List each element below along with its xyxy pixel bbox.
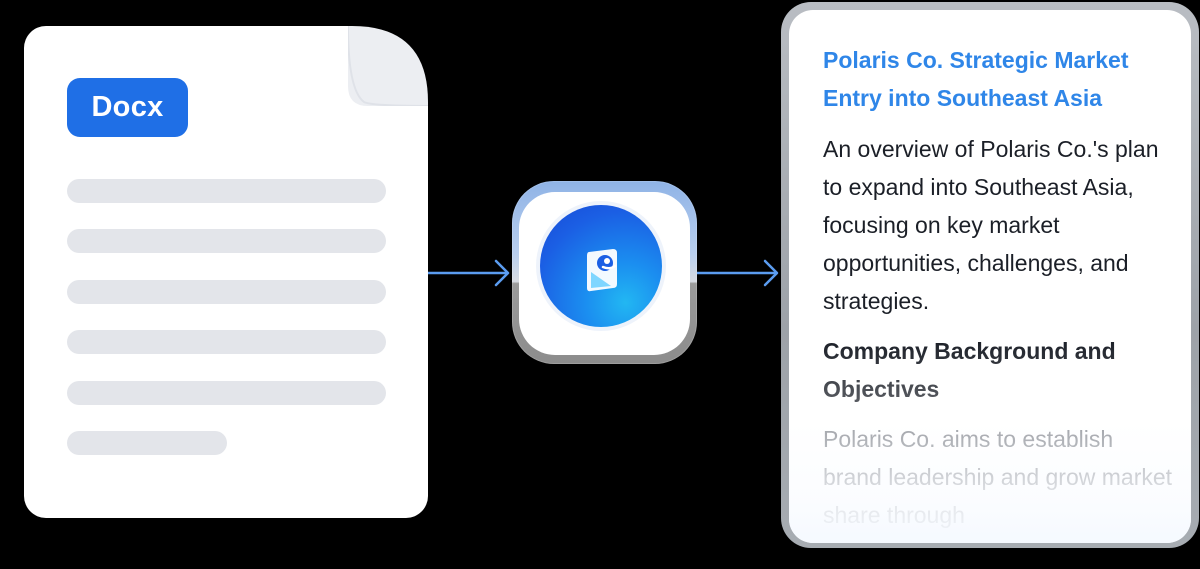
text-placeholder-line xyxy=(67,381,386,405)
preview-summary: An overview of Polaris Co.'s plan to exp… xyxy=(823,136,1159,314)
text-placeholder-line xyxy=(67,229,386,253)
preview-section-heading: Company Background and Objectives xyxy=(823,338,1116,402)
app-logo-icon xyxy=(587,249,617,292)
page-fold-icon xyxy=(348,26,428,106)
preview-card: Polaris Co. Strategic Market Entry into … xyxy=(789,10,1191,543)
arrow-right-icon xyxy=(697,259,779,287)
arrow-right-icon xyxy=(428,259,510,287)
text-placeholder-line xyxy=(67,330,386,354)
text-placeholder-line xyxy=(67,431,227,455)
text-placeholder-line xyxy=(67,179,386,203)
text-placeholder-line xyxy=(67,280,386,304)
docx-badge: Docx xyxy=(67,78,188,137)
preview-section-text: Polaris Co. aims to establish brand lead… xyxy=(823,426,1173,528)
preview-title: Polaris Co. Strategic Market Entry into … xyxy=(823,47,1129,111)
